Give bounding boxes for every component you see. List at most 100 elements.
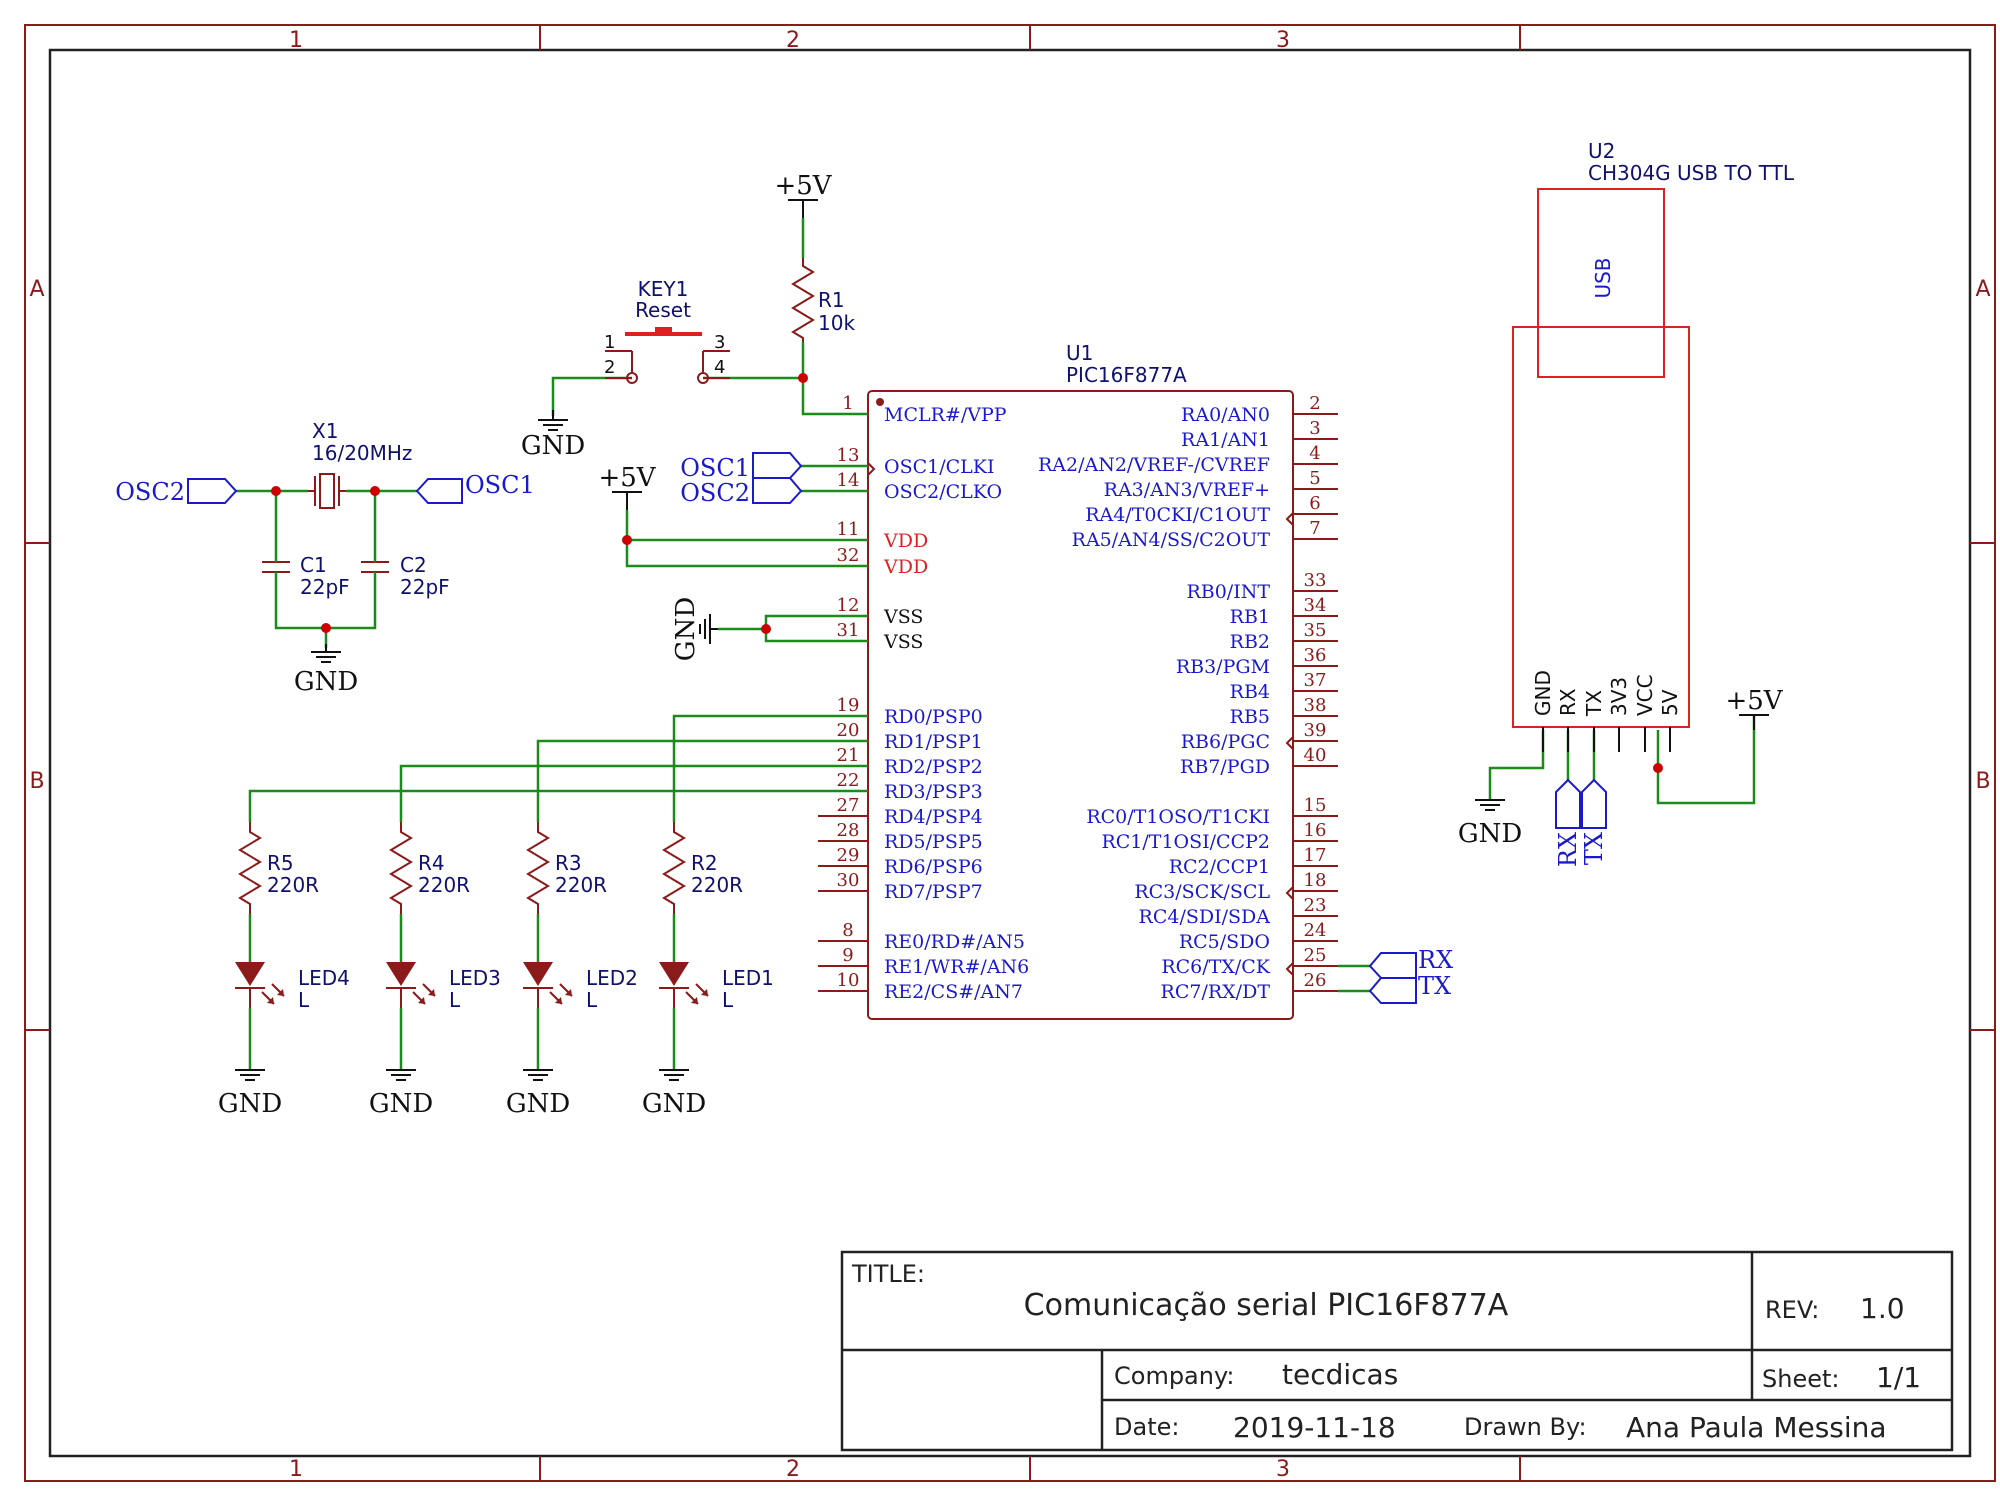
key1-reset-button: KEY1 Reset 1 2 3 4 xyxy=(604,277,730,384)
u1-pin-name: RA5/AN4/SS/C2OUT xyxy=(1072,529,1271,551)
u1-mcu: U1 PIC16F877A 1MCLR#/VPP13OSC1/CLKI14OSC… xyxy=(818,341,1338,1020)
osc2-port-left-label: OSC2 xyxy=(115,478,185,506)
u1-pin-name: RC4/SDI/SDA xyxy=(1139,906,1271,928)
u1-pin-number: 7 xyxy=(1309,518,1320,539)
u2-pin-label: VCC xyxy=(1633,674,1657,716)
u1-pin-number: 5 xyxy=(1309,468,1320,489)
title-text: Comunicação serial PIC16F877A xyxy=(1024,1288,1509,1323)
u1-pin-number: 40 xyxy=(1304,745,1327,766)
u1-pin-number: 14 xyxy=(837,470,860,491)
u1-rc6-marker xyxy=(1285,962,1294,976)
x1-ref: X1 xyxy=(312,419,338,443)
gnd-u2: GND xyxy=(1458,799,1522,849)
u1-pin-name: RD6/PSP6 xyxy=(884,856,983,878)
u1-pin-name: RB6/PGC xyxy=(1181,731,1270,753)
vcc-u2: +5V xyxy=(1725,686,1784,730)
u1-pin-number: 12 xyxy=(837,595,860,616)
u1-right-pins: 2RA0/AN03RA1/AN14RA2/AN2/VREF-/CVREF5RA3… xyxy=(1038,393,1338,1003)
u1-pin1-marker xyxy=(876,398,884,406)
u1-pin-number: 25 xyxy=(1304,945,1327,966)
u1-rb6-marker xyxy=(1285,736,1294,750)
u1-rc3-marker xyxy=(1285,886,1294,900)
u1-pin-name: RD7/PSP7 xyxy=(884,881,983,903)
resistor-value: 220R xyxy=(691,873,743,897)
wires xyxy=(236,218,1756,1070)
u1-pin-number: 32 xyxy=(837,545,860,566)
r1-ref: R1 xyxy=(818,288,845,312)
u2-body xyxy=(1512,326,1690,728)
u1-pin-number: 24 xyxy=(1304,920,1327,941)
u1-pin-name: OSC2/CLKO xyxy=(884,481,1002,503)
u1-pin-name: RC0/T1OSO/T1CKI xyxy=(1086,806,1270,828)
u1-part: PIC16F877A xyxy=(1066,363,1187,387)
u1-pin-number: 34 xyxy=(1304,595,1327,616)
gnd-label: GND xyxy=(642,1089,706,1119)
u1-pin-number: 2 xyxy=(1309,393,1320,414)
r1-resistor: R1 10k xyxy=(791,258,855,342)
resistor-ref: R4 xyxy=(418,851,445,875)
u1-pin-name: RB3/PGM xyxy=(1176,656,1270,678)
sheet-value: 1/1 xyxy=(1876,1361,1921,1394)
u1-pin-number: 1 xyxy=(842,393,853,414)
u2-usb-plug xyxy=(1537,188,1665,378)
u1-pin-name: RD4/PSP4 xyxy=(884,806,983,828)
u1-pin-number: 38 xyxy=(1304,695,1327,716)
key1-pin2: 2 xyxy=(604,357,615,378)
u2-ref: U2 xyxy=(1588,139,1615,163)
u1-pin-number: 22 xyxy=(837,770,860,791)
u1-pin-name: RD5/PSP5 xyxy=(884,831,983,853)
u2-pin-vcc: VCC xyxy=(1633,674,1657,752)
zone-row-b-left: B xyxy=(29,769,44,794)
u1-pin-number: 21 xyxy=(837,745,860,766)
u1-pin-name: RC5/SDO xyxy=(1179,931,1270,953)
c2-ref: C2 xyxy=(400,553,427,577)
u1-pin-name: MCLR#/VPP xyxy=(884,404,1007,426)
company-value: tecdicas xyxy=(1282,1358,1398,1391)
u1-pin-name: RB7/PGD xyxy=(1180,756,1270,778)
u1-pin-name: RB2 xyxy=(1230,631,1270,653)
u1-pin-number: 11 xyxy=(837,519,860,540)
u1-pin-number: 15 xyxy=(1304,795,1327,816)
u1-pin-number: 27 xyxy=(837,795,860,816)
zone-col-1-bottom: 1 xyxy=(289,1457,303,1482)
u1-pin-name: RC3/SCK/SCL xyxy=(1134,881,1270,903)
u2-usb-label: USB xyxy=(1591,257,1615,298)
outer-frame xyxy=(24,24,1996,1482)
led-value: L xyxy=(586,988,598,1012)
zone-row-b-right: B xyxy=(1975,769,1990,794)
u1-pin-number: 30 xyxy=(837,870,860,891)
resistor-ref: R3 xyxy=(555,851,582,875)
zone-col-3-bottom: 3 xyxy=(1276,1457,1290,1482)
resistor-value: 220R xyxy=(418,873,470,897)
u1-pin-name: VDD xyxy=(883,556,928,578)
resistor-value: 220R xyxy=(267,873,319,897)
c2-capacitor: C2 22pF xyxy=(361,553,450,599)
rev-value: 1.0 xyxy=(1860,1292,1905,1325)
gnd-led-3: GND xyxy=(506,1069,570,1119)
u1-pin-name: RC2/CCP1 xyxy=(1169,856,1270,878)
u1-pin-number: 8 xyxy=(842,920,853,941)
u1-pin-name: RB4 xyxy=(1230,681,1270,703)
gnd-key1-label: GND xyxy=(521,431,585,461)
u1-pin-name: RD1/PSP1 xyxy=(884,731,983,753)
date-value: 2019-11-18 xyxy=(1233,1411,1396,1444)
